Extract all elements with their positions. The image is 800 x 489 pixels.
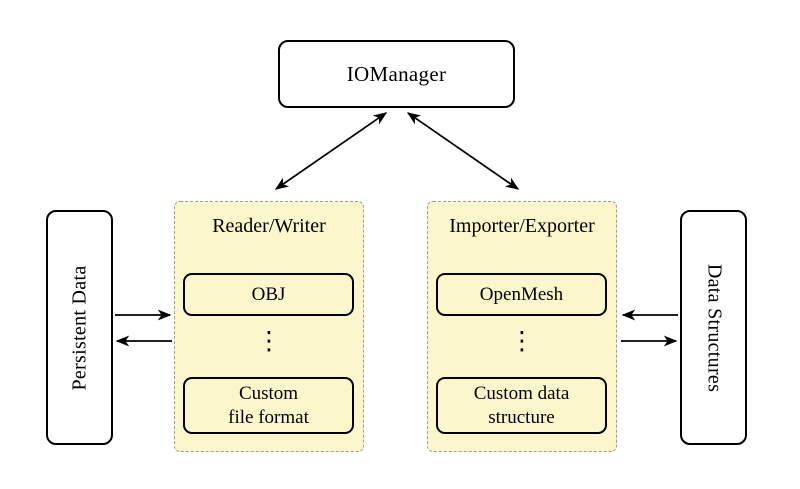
node-custom-data-structure: Custom data structure <box>436 377 607 434</box>
node-obj: OBJ <box>183 273 354 316</box>
node-iomanager: IOManager <box>278 40 515 108</box>
edge-iomanager-importerexporter <box>406 112 520 190</box>
openmesh-label: OpenMesh <box>479 283 564 305</box>
custom-file-format-line1: Custom <box>238 382 299 404</box>
data-structures-label: Data Structures <box>703 263 725 392</box>
custom-file-format-line2: file format <box>228 406 309 428</box>
importer-exporter-ellipsis: ⋮ <box>509 326 535 355</box>
persistent-data-label: Persistent Data <box>68 264 90 391</box>
node-openmesh: OpenMesh <box>436 273 607 316</box>
reader-writer-title: Reader/Writer <box>212 215 326 237</box>
obj-label: OBJ <box>251 283 286 305</box>
node-data-structures: Data Structures <box>680 210 747 445</box>
node-custom-file-format: Custom file format <box>183 377 354 434</box>
node-persistent-data: Persistent Data <box>46 210 113 445</box>
iomanager-label: IOManager <box>346 61 447 86</box>
group-reader-writer: Reader/Writer OBJ ⋮ Custom file format <box>174 201 364 452</box>
custom-data-structure-line2: structure <box>488 406 555 428</box>
group-importer-exporter: Importer/Exporter OpenMesh ⋮ Custom data… <box>427 201 617 452</box>
edge-iomanager-readerwriter <box>274 112 388 190</box>
importer-exporter-title: Importer/Exporter <box>449 215 595 237</box>
custom-data-structure-line1: Custom data <box>473 382 570 404</box>
reader-writer-ellipsis: ⋮ <box>256 326 282 355</box>
